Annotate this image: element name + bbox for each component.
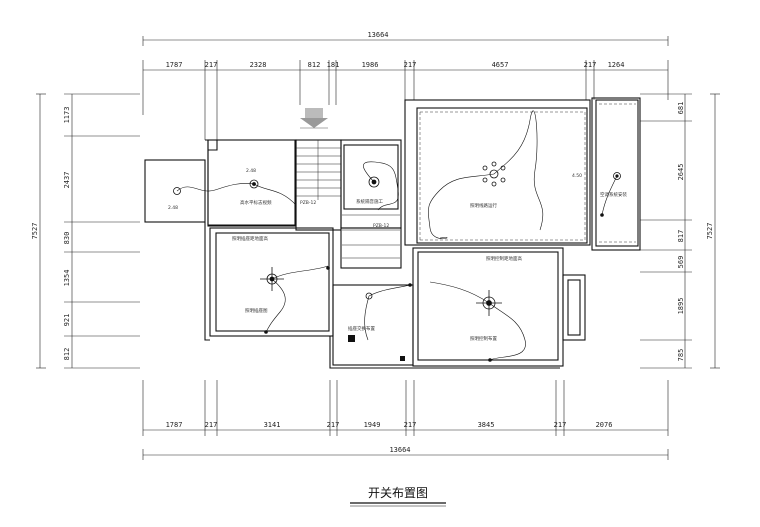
room-label-left-mid: 照明插座图 <box>245 307 268 314</box>
bottom-dim-4: 217 <box>327 421 340 429</box>
stair-treads <box>296 140 400 259</box>
top-dim-10: 1264 <box>608 61 625 69</box>
top-dimension-group <box>142 36 669 140</box>
tag-a: 2.48 <box>246 168 256 174</box>
drawing-title: 开关布置图 <box>368 486 428 500</box>
top-total-dim: 13664 <box>367 31 388 39</box>
drawing-title-block: 开关布置图 <box>350 486 446 507</box>
left-dim-3: 830 <box>63 232 71 245</box>
left-dim-2: 2437 <box>63 172 71 189</box>
left-dim-labels: 1173 2437 830 1354 921 812 <box>63 107 71 361</box>
tag-c: PZB-12 <box>373 223 389 229</box>
bottom-dim-8: 217 <box>554 421 567 429</box>
switch-icon-g <box>600 213 604 217</box>
bottom-dim-6: 217 <box>404 421 417 429</box>
room-label-right-lower: 照明控制布置 <box>470 335 497 342</box>
light-icon-center-lower <box>365 292 373 300</box>
top-dim-7: 217 <box>404 61 417 69</box>
left-dim-4: 1354 <box>63 270 71 287</box>
entry-arrow-icon <box>300 108 328 129</box>
left-total-dim: 7527 <box>31 223 39 240</box>
switch-icon-f <box>408 283 412 287</box>
top-dim-4: 812 <box>308 61 321 69</box>
ceiling-dashes <box>419 103 636 243</box>
room-label-center-lower: 插座交换布置 <box>348 325 375 332</box>
top-dim-6: 1986 <box>362 61 379 69</box>
room-label-stair: PZB-12 <box>300 200 316 206</box>
light-icon-far-left <box>173 187 181 195</box>
switch-icon-c <box>326 266 330 270</box>
bottom-dim-labels: 1787 217 3141 217 1949 217 3845 217 2076 <box>166 421 613 429</box>
room-label-far-right: 空调系统安装 <box>600 191 627 198</box>
building-walls <box>144 97 641 369</box>
bottom-dim-2: 217 <box>205 421 218 429</box>
right-dim-5: 1895 <box>677 298 685 315</box>
top-dim-labels: 1787 217 2328 812 181 1986 217 4657 217 … <box>166 61 625 69</box>
bottom-dimension-group <box>142 380 669 460</box>
switch-icon-e <box>488 358 492 362</box>
tag-b: 4.50 <box>572 173 582 179</box>
top-dim-9: 217 <box>584 61 597 69</box>
top-dim-8: 4657 <box>492 61 509 69</box>
right-dimension-group <box>640 93 720 369</box>
wiring-paths <box>176 110 618 361</box>
bottom-total-dim: 13664 <box>389 446 410 454</box>
bottom-dim-3: 3141 <box>264 421 281 429</box>
left-dimension-group <box>36 93 140 369</box>
switch-icons <box>264 213 604 362</box>
right-dim-4: 569 <box>677 256 685 269</box>
right-dim-1: 681 <box>677 102 685 115</box>
bottom-dim-5: 1949 <box>364 421 381 429</box>
left-dim-5: 921 <box>63 314 71 327</box>
switch-icon-b <box>400 356 405 361</box>
left-dim-1: 1173 <box>63 107 71 124</box>
bottom-dim-1: 1787 <box>166 421 183 429</box>
top-dim-3: 2328 <box>250 61 267 69</box>
chandelier-icon-large <box>482 161 506 187</box>
room-label-large-right: 照明线路运行 <box>470 202 497 209</box>
top-dim-5: 181 <box>327 61 340 69</box>
room-label-center-upper: 系统隔音施工 <box>356 198 383 205</box>
left-dim-6: 812 <box>63 348 71 361</box>
right-dim-2: 2645 <box>677 164 685 181</box>
note-left: 照明插座距地面高 <box>232 235 268 242</box>
right-dim-labels: 681 2645 817 569 1895 785 <box>677 102 685 362</box>
switch-icon-d <box>264 330 268 334</box>
room-label-upper-left: 高水平标志视频 <box>240 199 272 206</box>
light-icon-upper-left <box>249 179 259 189</box>
right-total-dim: 7527 <box>706 223 714 240</box>
right-dim-3: 817 <box>677 230 685 243</box>
top-dim-1: 1787 <box>166 61 183 69</box>
top-dim-2: 217 <box>205 61 218 69</box>
bottom-dim-9: 2076 <box>596 421 613 429</box>
tag-d: 2.48 <box>168 205 178 211</box>
switch-icon-a <box>348 335 355 342</box>
bottom-dim-7: 3845 <box>478 421 495 429</box>
room-labels: 高水平标志视频 PZB-12 系统隔音施工 照明线路运行 空调系统安装 照明插座… <box>168 168 627 342</box>
note-right: 照明控制距地面高 <box>486 255 522 262</box>
right-dim-6: 785 <box>677 349 685 362</box>
